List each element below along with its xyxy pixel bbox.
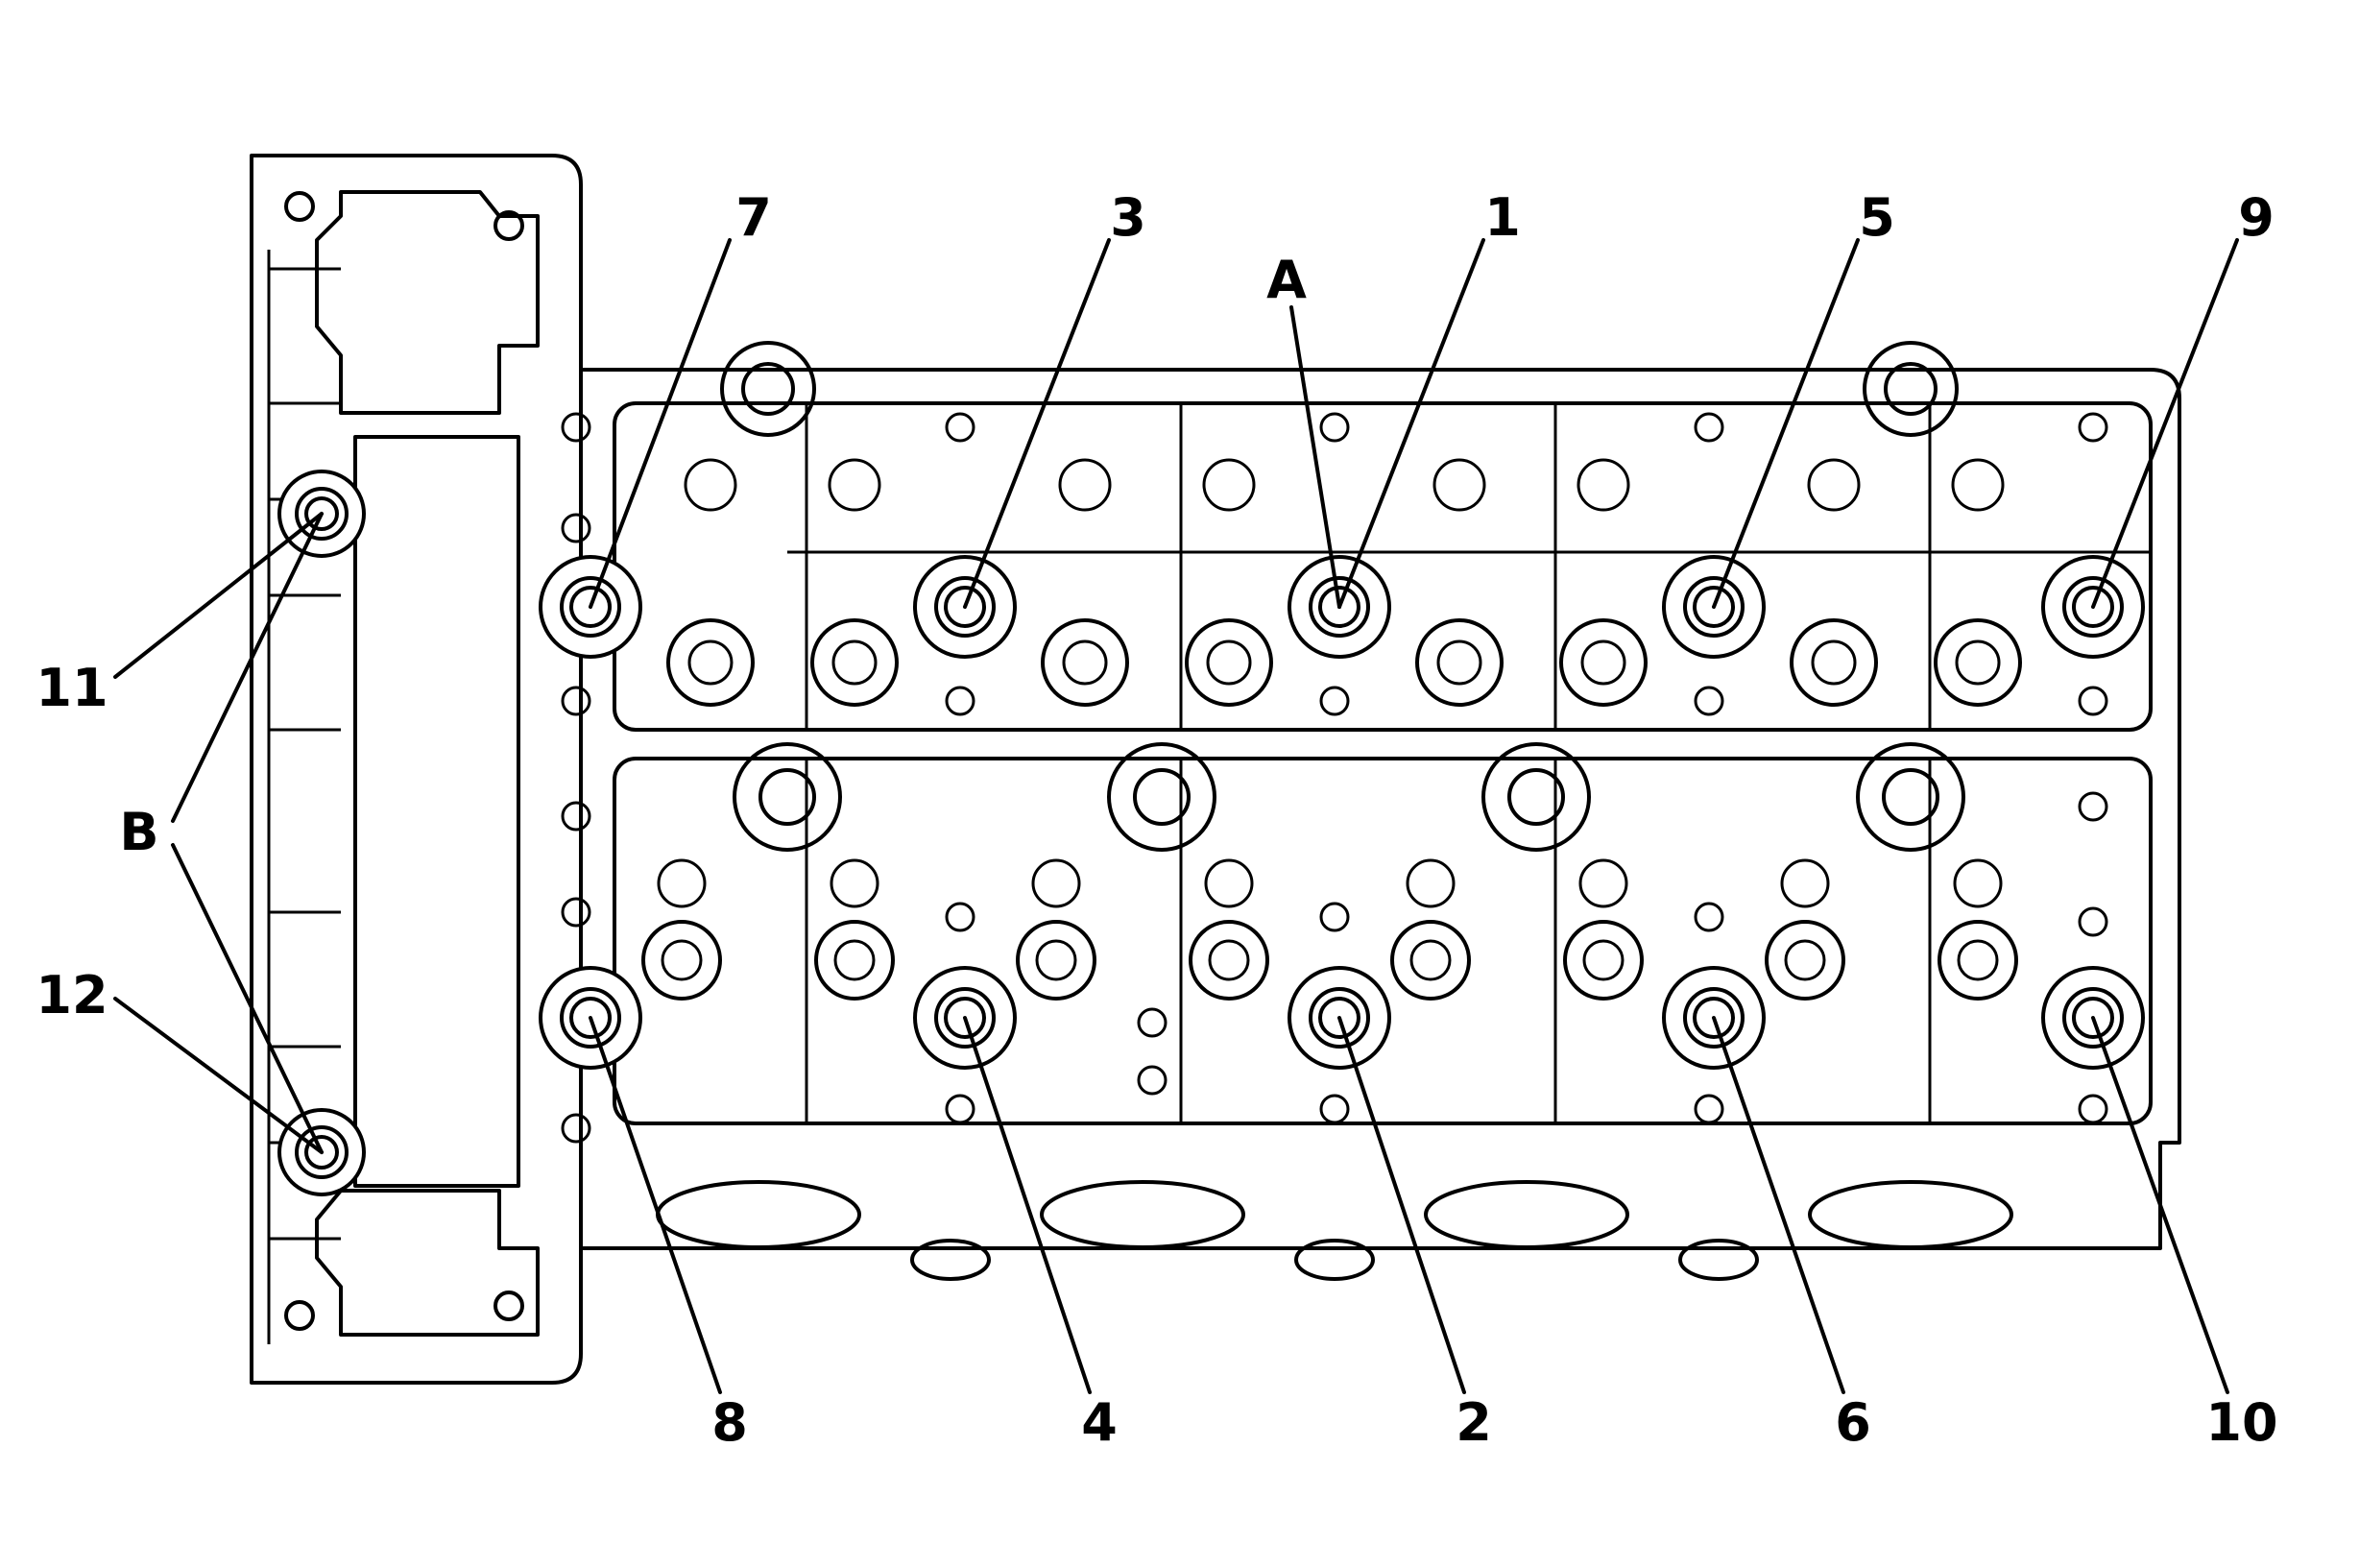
label-2: 2 [1456, 1392, 1492, 1453]
label-8: 8 [711, 1392, 748, 1453]
label-4: 4 [1081, 1392, 1118, 1453]
label-11: 11 [36, 658, 108, 718]
label-3: 3 [1110, 187, 1146, 248]
label-a: A [1266, 250, 1307, 310]
label-9: 9 [2238, 187, 2275, 248]
leader-lines [113, 238, 2239, 1394]
upper-valve-bosses [666, 458, 2022, 707]
small-holes [561, 412, 2108, 1144]
lower-valve-bosses [641, 858, 2018, 1001]
label-12: 12 [36, 965, 108, 1025]
label-10: 10 [2205, 1392, 2277, 1453]
label-1: 1 [1484, 187, 1521, 248]
head-body [561, 341, 2181, 1281]
head-bolts [277, 470, 2145, 1196]
label-7: 7 [735, 187, 772, 248]
label-6: 6 [1835, 1392, 1871, 1453]
label-b: B [119, 802, 158, 862]
callout-labels: 7 3 1 5 9 A 8 4 2 6 10 11 B 12 [36, 187, 2277, 1453]
end-plate [250, 154, 583, 1385]
label-5: 5 [1859, 187, 1895, 248]
